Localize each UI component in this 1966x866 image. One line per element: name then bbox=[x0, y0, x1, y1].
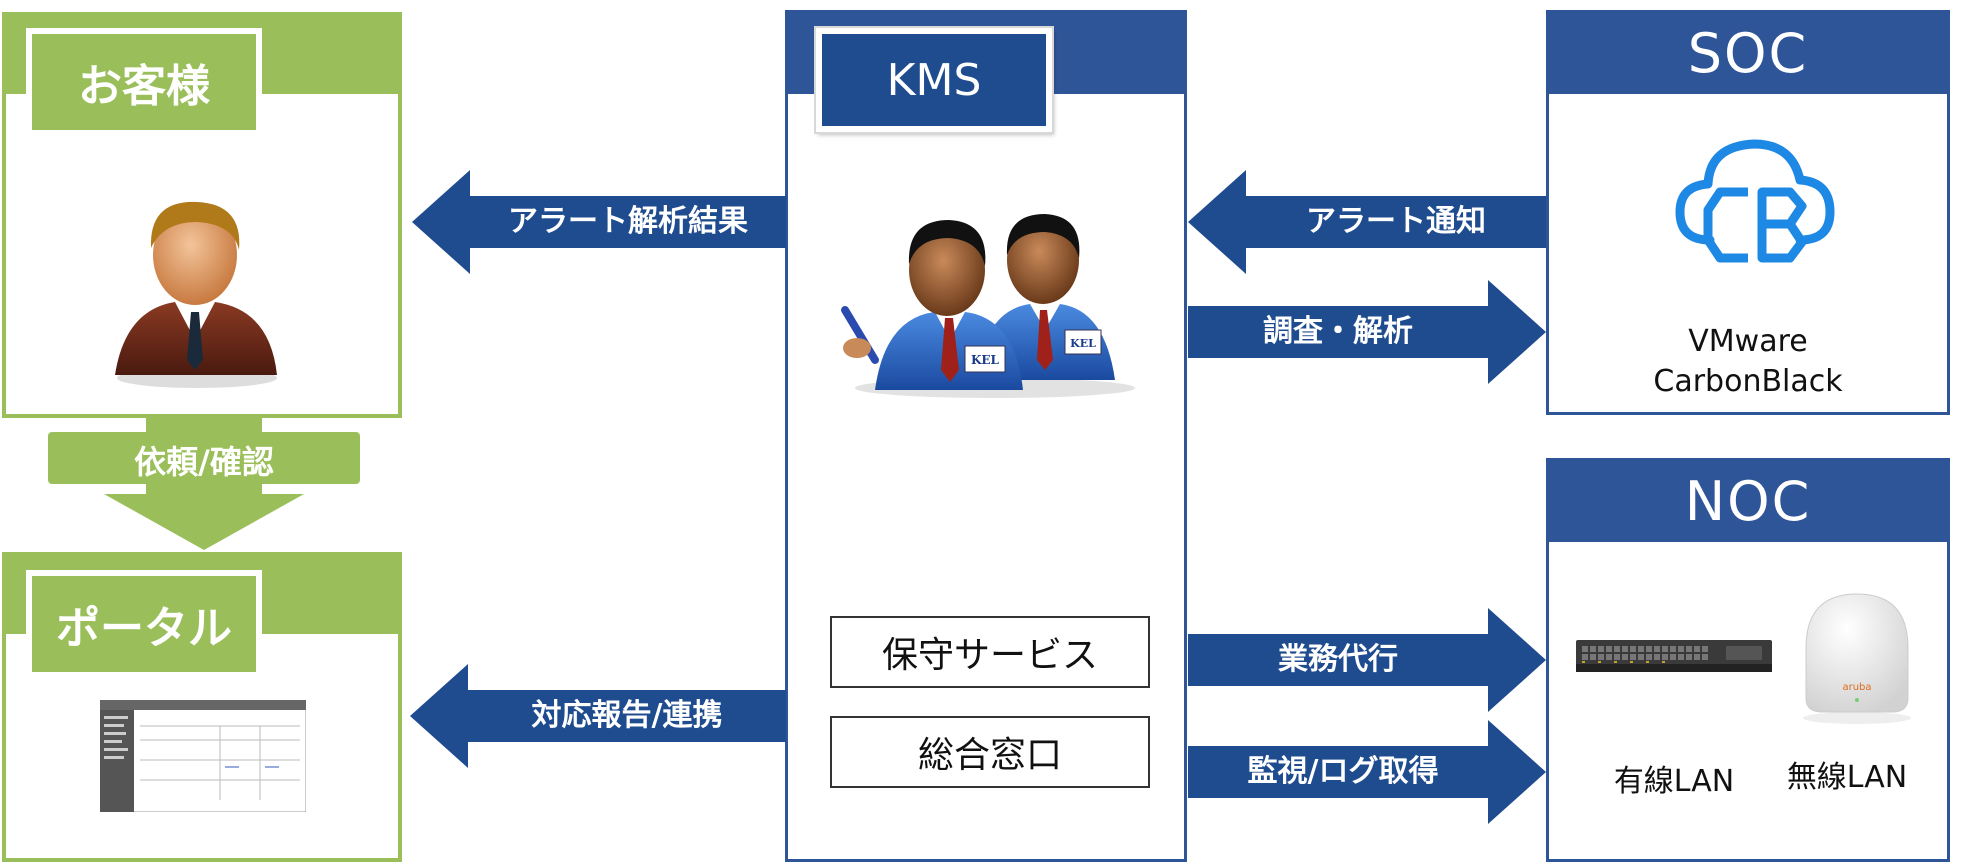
alert-notice-label: アラート通知 bbox=[1306, 204, 1486, 239]
svg-text:KEL: KEL bbox=[971, 353, 1000, 367]
soc-title: SOC bbox=[1548, 12, 1948, 94]
alert-notice-arrow bbox=[1188, 170, 1546, 274]
customer-title: お客様 bbox=[26, 28, 262, 136]
service-general-desk: 総合窓口 bbox=[830, 716, 1150, 788]
investigate-arrow bbox=[1188, 280, 1546, 384]
svg-text:KEL: KEL bbox=[1070, 337, 1096, 350]
wireless-lan-label: 無線LAN bbox=[1786, 760, 1908, 795]
report-link-arrow bbox=[410, 664, 786, 768]
ops-agency-label: 業務代行 bbox=[1278, 642, 1398, 677]
kms-title: KMS bbox=[816, 28, 1052, 132]
noc-title: NOC bbox=[1548, 460, 1948, 542]
service-maintenance: 保守サービス bbox=[830, 616, 1150, 688]
carbonblack-cloud-icon bbox=[1675, 139, 1835, 263]
report-link-label: 対応報告/連携 bbox=[531, 698, 723, 733]
network-switch-icon bbox=[1576, 640, 1772, 672]
request-confirm-label: 依頼/確認 bbox=[134, 443, 274, 481]
soc-product-name: VMware CarbonBlack bbox=[1653, 324, 1843, 399]
svg-text:aruba: aruba bbox=[1842, 682, 1871, 693]
alert-result-arrow bbox=[412, 170, 786, 274]
request-confirm-arrow bbox=[48, 418, 360, 550]
investigate-label: 調査・解析 bbox=[1263, 314, 1413, 349]
alert-result-label: アラート解析結果 bbox=[508, 204, 748, 239]
ops-agency-arrow bbox=[1188, 608, 1546, 712]
wireless-ap-icon: aruba bbox=[1803, 593, 1911, 724]
monitor-logs-arrow bbox=[1188, 720, 1546, 824]
monitor-logs-label: 監視/ログ取得 bbox=[1247, 754, 1439, 789]
kms-staff-icon: KEL KEL bbox=[841, 214, 1135, 398]
portal-title: ポータル bbox=[26, 570, 262, 678]
wired-lan-label: 有線LAN bbox=[1613, 764, 1735, 799]
portal-screenshot-icon bbox=[100, 700, 306, 812]
customer-person-icon bbox=[115, 201, 277, 388]
